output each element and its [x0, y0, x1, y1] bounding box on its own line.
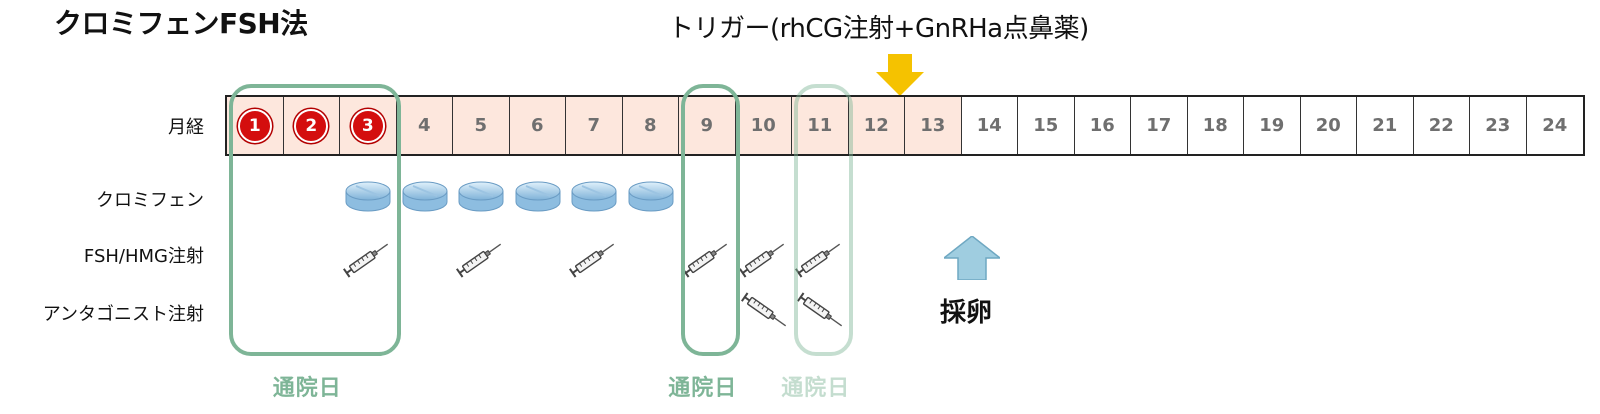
pill-icon [627, 180, 675, 218]
day-cell-15: 15 [1018, 97, 1075, 154]
day-cell-22: 22 [1413, 97, 1470, 154]
day-number: 17 [1146, 115, 1172, 136]
menstruation-day-badge: 2 [294, 108, 329, 143]
day-number: 20 [1315, 115, 1341, 136]
trigger-label: トリガー(rhCG注射+GnRHa点鼻薬) [668, 14, 1089, 44]
syringe-icon [794, 232, 846, 288]
day-cell-10: 10 [735, 97, 792, 154]
visit-day-label: 通院日 [781, 376, 851, 401]
pill-icon [514, 180, 562, 218]
day-cell-18: 18 [1187, 97, 1244, 154]
page-title: クロミフェンFSH法 [54, 7, 308, 40]
syringe-icon [796, 286, 848, 342]
day-number: 23 [1485, 115, 1511, 136]
day-cell-23: 23 [1470, 97, 1527, 154]
day-cell-5: 5 [453, 97, 510, 154]
day-cell-8: 8 [622, 97, 679, 154]
down-arrow-icon [876, 54, 924, 96]
day-number: 11 [807, 115, 833, 136]
syringe-icon [342, 232, 394, 288]
day-cell-17: 17 [1131, 97, 1188, 154]
visit-day-box [229, 84, 401, 356]
day-number: 22 [1428, 115, 1454, 136]
menstruation-day-badge: 3 [350, 108, 385, 143]
syringe-icon [738, 232, 790, 288]
day-number: 5 [474, 115, 488, 136]
day-cell-24: 24 [1526, 97, 1583, 154]
day-cell-19: 19 [1244, 97, 1301, 154]
visit-day-box [794, 84, 853, 356]
day-cell-9: 9 [679, 97, 736, 154]
row-label-fsh-hmg: FSH/HMG注射 [83, 246, 204, 267]
menstruation-day-badge: 1 [237, 108, 272, 143]
day-cell-6: 6 [509, 97, 566, 154]
visit-day-label: 通院日 [272, 376, 342, 401]
day-cell-13: 13 [905, 97, 962, 154]
up-arrow-icon [944, 236, 1000, 280]
day-number: 7 [587, 115, 601, 136]
day-number: 18 [1202, 115, 1228, 136]
day-number: 13 [920, 115, 946, 136]
day-cell-2: 2 [283, 97, 340, 154]
row-label-antagonist: アンタゴニスト注射 [42, 304, 204, 325]
day-number: 16 [1089, 115, 1115, 136]
day-number: 12 [863, 115, 889, 136]
day-cell-3: 3 [340, 97, 397, 154]
row-label-cycle-day: 月経 [168, 117, 204, 138]
syringe-icon [568, 232, 620, 288]
row-label-clomiphene: クロミフェン [96, 190, 204, 211]
day-cell-12: 12 [848, 97, 905, 154]
syringe-icon [455, 232, 507, 288]
day-cell-7: 7 [566, 97, 623, 154]
day-cell-4: 4 [396, 97, 453, 154]
day-cell-21: 21 [1357, 97, 1414, 154]
day-cell-16: 16 [1074, 97, 1131, 154]
egg-retrieval-label: 採卵 [940, 298, 993, 328]
day-number: 4 [417, 115, 431, 136]
day-cell-20: 20 [1300, 97, 1357, 154]
day-number: 10 [750, 115, 776, 136]
day-cell-14: 14 [961, 97, 1018, 154]
visit-day-label: 通院日 [668, 376, 738, 401]
day-cell-11: 11 [792, 97, 849, 154]
day-number: 24 [1542, 115, 1568, 136]
day-number: 8 [643, 115, 657, 136]
day-number: 14 [976, 115, 1002, 136]
syringe-icon [740, 286, 792, 342]
pill-icon [457, 180, 505, 218]
pill-icon [344, 180, 392, 218]
visit-day-box [681, 84, 740, 356]
day-number: 9 [700, 115, 714, 136]
day-number: 21 [1372, 115, 1398, 136]
day-number: 19 [1259, 115, 1285, 136]
day-number: 15 [1033, 115, 1059, 136]
pill-icon [570, 180, 618, 218]
day-cell-1: 1 [227, 97, 284, 154]
day-number: 6 [530, 115, 544, 136]
pill-icon [401, 180, 449, 218]
